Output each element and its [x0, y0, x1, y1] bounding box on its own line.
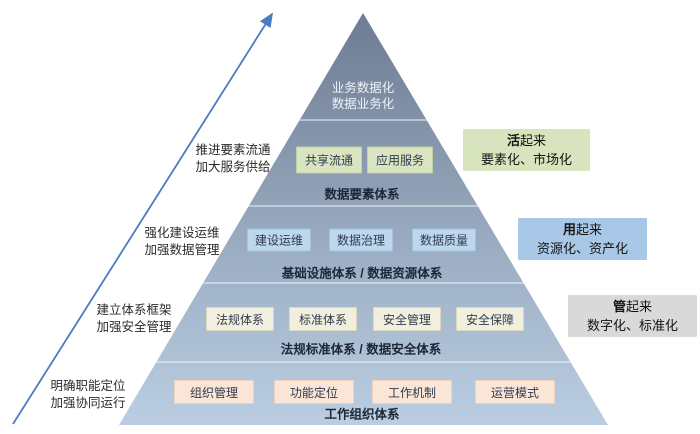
- callout-subtitle: 资源化、资产化: [536, 241, 628, 256]
- pyramid-box-work-mechanism: 工作机制: [371, 380, 453, 404]
- callout-title-emphasis: 活: [506, 133, 520, 148]
- callout-title: 管起来: [613, 297, 652, 316]
- pyramid-box-build-ops: 建设运维: [246, 228, 312, 252]
- pyramid-box-operation-mode: 运营模式: [474, 380, 556, 404]
- callout-subtitle: 数字化、标准化: [586, 318, 678, 333]
- stage-label-function: 明确职能定位 加强协同运行: [50, 378, 125, 412]
- pyramid-box-standards: 标准体系: [288, 307, 358, 331]
- callout-manage: 管起来 数字化、标准化: [568, 295, 697, 337]
- callout-title: 用起来: [563, 220, 602, 239]
- pyramid-box-org-mgmt: 组织管理: [173, 380, 255, 404]
- callout-title-emphasis: 管: [612, 299, 626, 314]
- pyramid-box-sharing: 共享流通: [295, 146, 363, 174]
- stage-label-framework: 建立体系框架 加强安全管理: [96, 302, 171, 336]
- stage-label-line: 加大服务供给: [195, 160, 271, 174]
- callout-title-rest: 起来: [520, 133, 547, 148]
- callout-subtitle: 要素化、市场化: [480, 152, 572, 167]
- stage-label-line: 加强数据管理: [144, 243, 220, 257]
- pyramid-box-regulation: 法规体系: [205, 307, 275, 331]
- level-divider: [119, 119, 608, 121]
- callout-title-emphasis: 用: [562, 222, 576, 237]
- callout-activate: 活起来 要素化、市场化: [463, 129, 590, 171]
- pyramid-box-security-mgmt: 安全管理: [372, 307, 442, 331]
- pyramid-box-data-quality: 数据质量: [411, 228, 477, 252]
- pyramid-box-app-service: 应用服务: [366, 146, 434, 174]
- apex-caption-line2: 数据业务化: [331, 97, 395, 111]
- apex-caption-line1: 业务数据化: [331, 81, 395, 95]
- band-label-regulation-security: 法规标准体系 / 数据安全体系: [280, 342, 442, 357]
- callout-title: 活起来: [507, 131, 546, 150]
- stage-label-line: 明确职能定位: [50, 379, 126, 393]
- pyramid-box-data-governance: 数据治理: [328, 228, 394, 252]
- apex-caption: 业务数据化 数据业务化: [332, 80, 395, 112]
- callout-utilize: 用起来 资源化、资产化: [518, 218, 647, 260]
- stage-label-line: 加强安全管理: [96, 320, 172, 334]
- band-label-data-factor: 数据要素体系: [324, 187, 400, 202]
- level-divider: [119, 205, 608, 207]
- stage-label-factor-flow: 推进要素流通 加大服务供给: [195, 142, 270, 176]
- level-divider: [119, 361, 608, 363]
- stage-label-line: 推进要素流通: [195, 143, 271, 157]
- stage-label-line: 建立体系框架: [96, 303, 172, 317]
- callout-title-rest: 起来: [626, 299, 653, 314]
- stage-label-build-ops: 强化建设运维 加强数据管理: [144, 225, 219, 259]
- level-divider: [119, 282, 608, 284]
- pyramid-box-function-position: 功能定位: [273, 380, 355, 404]
- band-label-work-organization: 工作组织体系: [324, 407, 400, 422]
- pyramid-box-security-assurance: 安全保障: [455, 307, 525, 331]
- stage-label-line: 强化建设运维: [144, 226, 220, 240]
- band-label-infrastructure: 基础设施体系 / 数据资源体系: [281, 266, 443, 281]
- stage-label-line: 加强协同运行: [50, 396, 126, 410]
- callout-title-rest: 起来: [576, 222, 603, 237]
